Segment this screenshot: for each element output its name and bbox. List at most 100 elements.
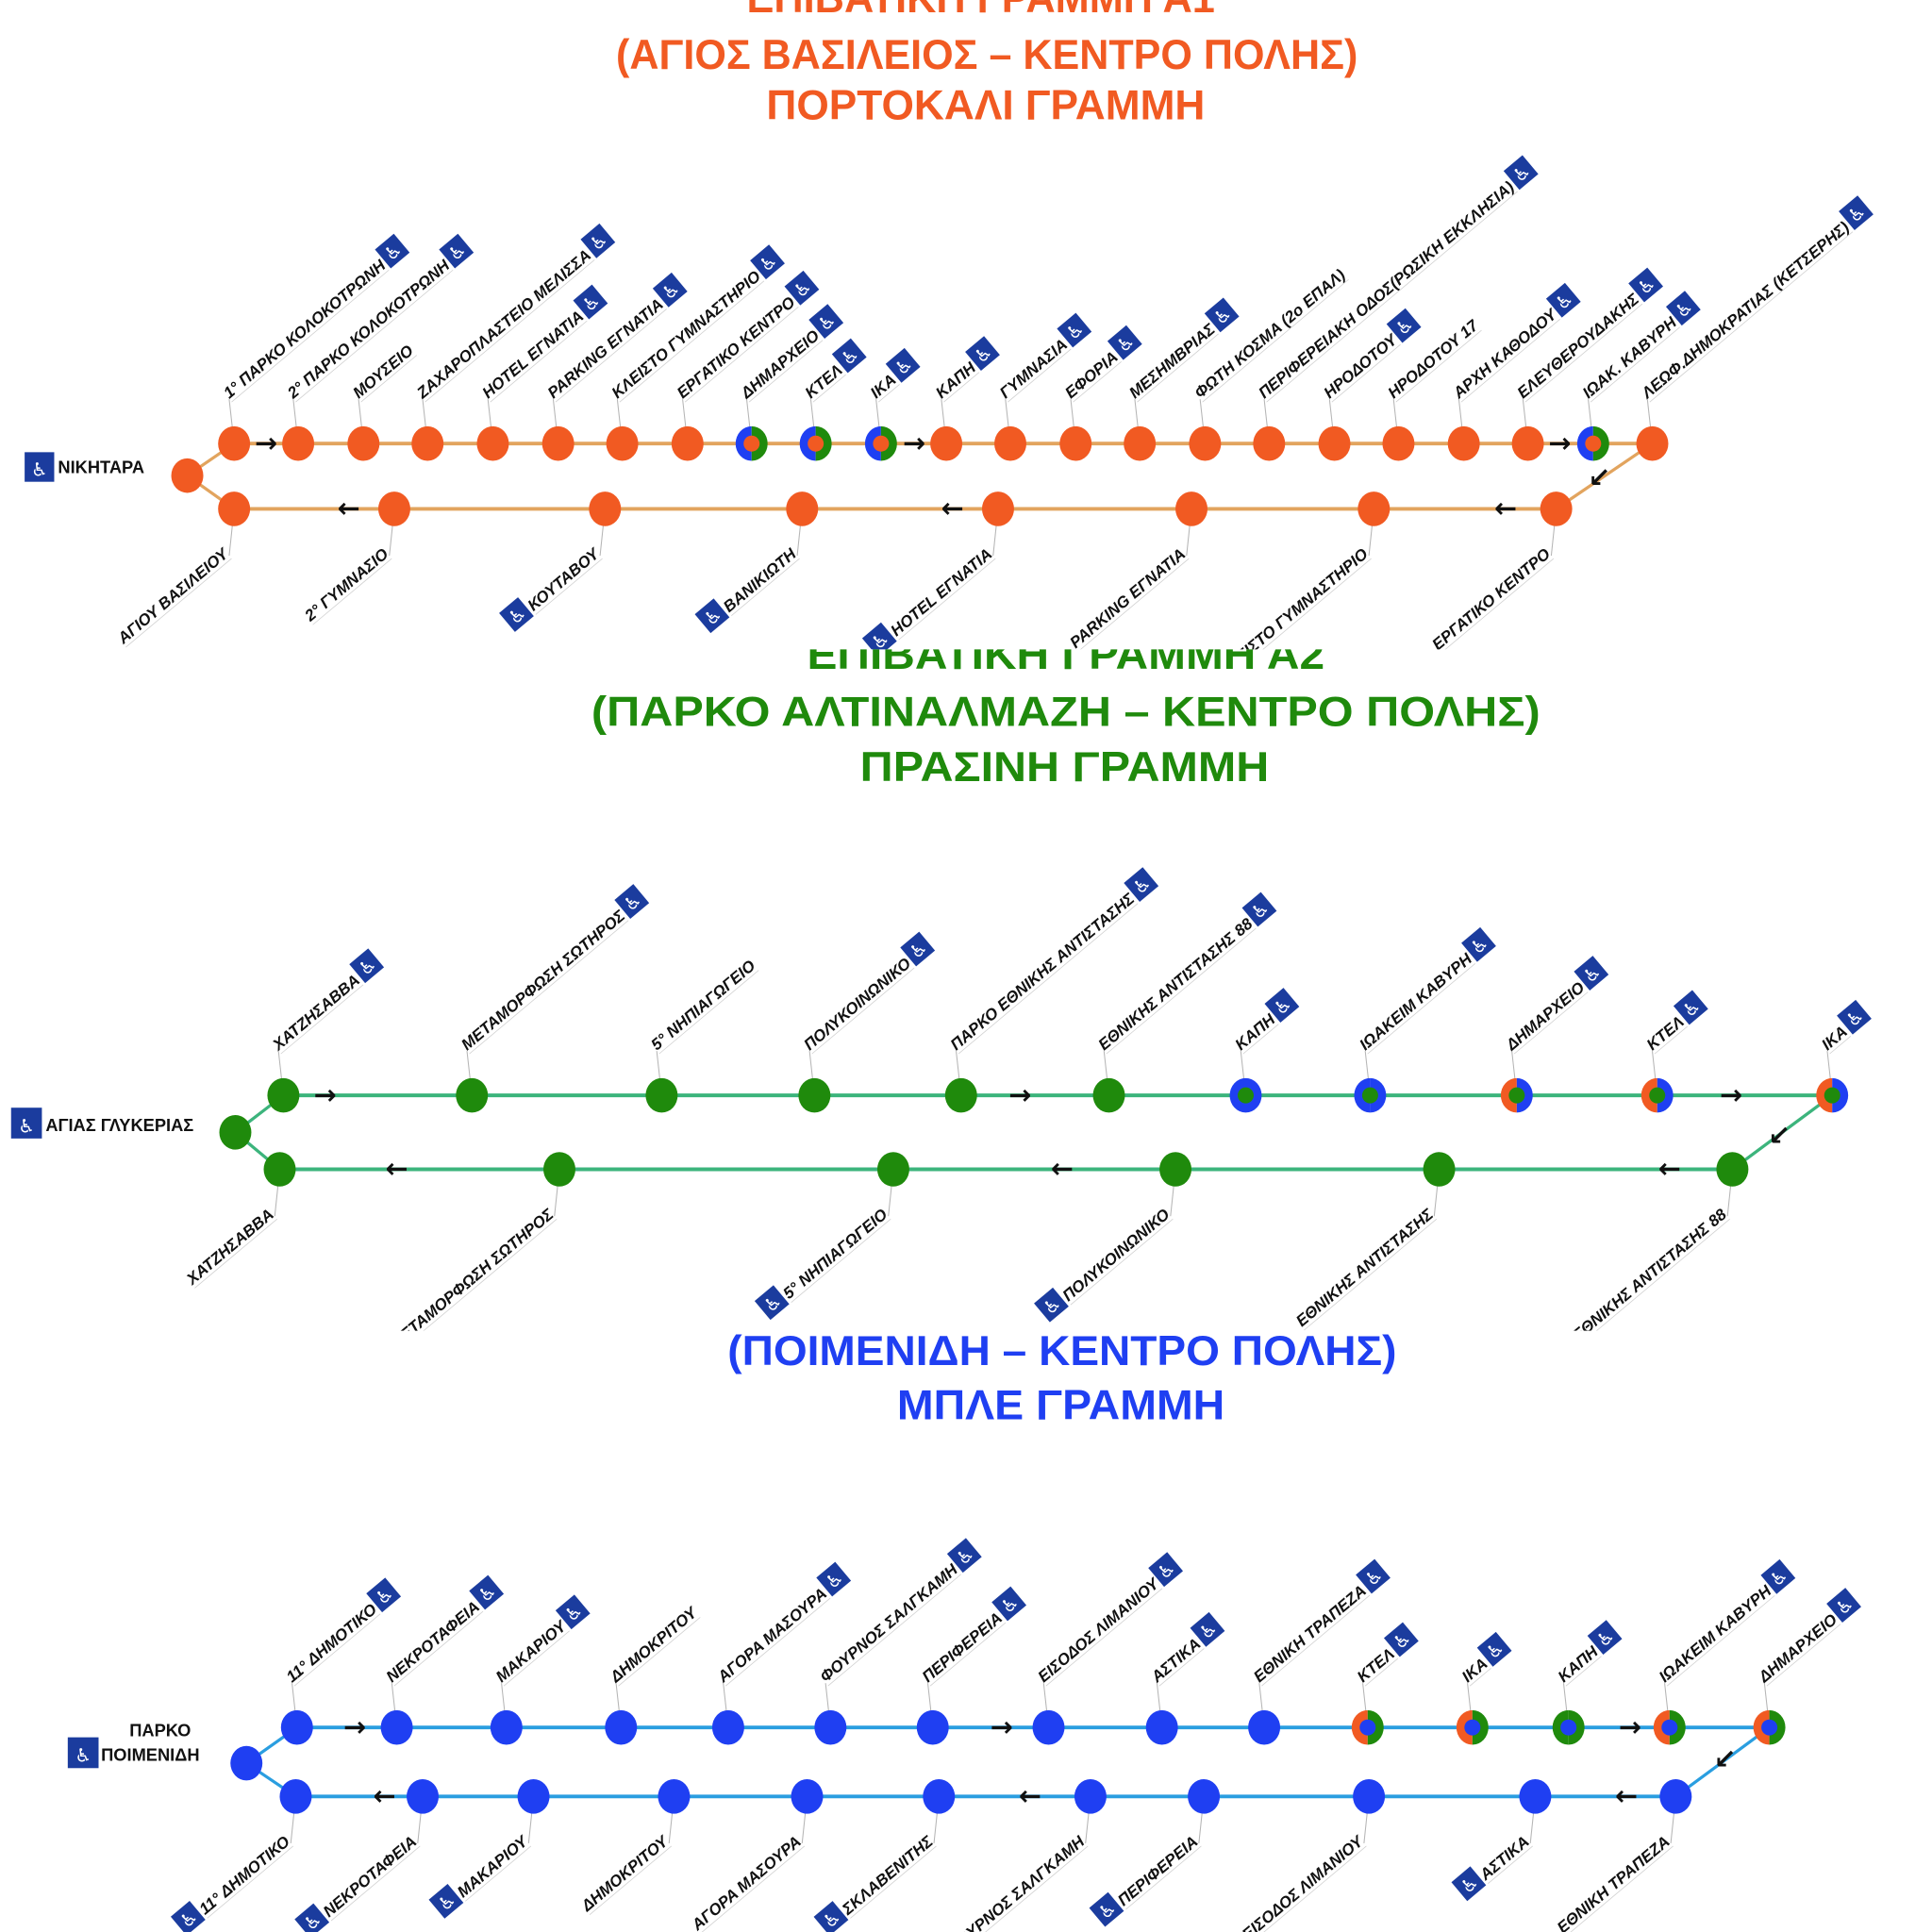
station-marker [1511, 425, 1544, 461]
station[interactable]: 5° ΝΗΠΙΑΓΩΓΕΙΟ♿ [754, 1152, 909, 1321]
station-label-group: ΚΤΕΛ♿ [1643, 990, 1708, 1055]
label-underline [231, 269, 390, 403]
direction-arrow-left: ← [1658, 1153, 1681, 1185]
station-label-group: ΚΑΠΗ♿ [1555, 1620, 1623, 1687]
station[interactable]: ΕΙΣΟΔΟΣ ΛΙΜΑΝΙΟΥ [1239, 1779, 1386, 1932]
wheelchair-icon-bg [900, 931, 936, 967]
station-label-group: PARKING ΕΓΝΑΤΙΑ [1066, 545, 1190, 652]
wheelchair-icon: ♿ [10, 1108, 42, 1139]
station[interactable]: ΜΑΚΑΡΙΟΥ♿ [488, 1594, 591, 1745]
label-underline [125, 558, 232, 648]
station-marker [456, 1077, 489, 1113]
station[interactable]: ΠΟΛΥΚΟΙΝΩΝΙΚΟ♿ [796, 931, 936, 1113]
station[interactable]: PARKING ΕΓΝΑΤΙΑ [1066, 491, 1208, 652]
label-underline [1158, 1648, 1205, 1687]
station[interactable]: ΒΑΝΙΚΙΩΤΗ♿ [694, 491, 819, 634]
station-label: ΜΟΥΣΕΙΟ [349, 341, 416, 402]
station-label: ΧΑΤΖΗΣΑΒΒΑ [182, 1206, 276, 1290]
wheelchair-icon-bg [1107, 325, 1142, 360]
station[interactable]: ΜΑΚΑΡΙΟΥ♿ [428, 1779, 550, 1919]
direction-arrow-right: → [255, 426, 277, 458]
direction-arrow-left: ← [338, 492, 360, 525]
station[interactable]: ΝΕΚΡΟΤΑΦΕΙΑ♿ [294, 1779, 439, 1932]
station-marker [1074, 1779, 1107, 1814]
station-marker [490, 1709, 523, 1745]
station-marker [916, 1709, 949, 1745]
station[interactable]: ΝΕΚΡΟΤΑΦΕΙΑ♿ [378, 1574, 505, 1745]
station-label-group: ΜΑΚΑΡΙΟΥ♿ [492, 1594, 591, 1687]
station-label: ΚΤΕΛ [802, 361, 846, 403]
label-underline [684, 306, 799, 403]
station[interactable]: 1° ΠΑΡΚΟ ΚΟΛΟΚΟΤΡΩΝΗ♿ [216, 233, 410, 461]
station-marker [873, 435, 890, 452]
station[interactable]: ΑΓΙΟΥ ΒΑΣΙΛΕΙΟΥ [113, 491, 251, 648]
terminal-station-marker[interactable] [219, 1115, 252, 1150]
station[interactable]: ΜΕΤΑΜΟΡΦΩΣΗ ΣΩΤΗΡΟΣ♿ [454, 884, 650, 1113]
label-underline [850, 1845, 937, 1919]
label-underline [1106, 927, 1257, 1055]
station[interactable]: ΑΓΟΡΑ ΜΑΣΟΥΡΑ [688, 1779, 824, 1932]
label-underline [1524, 303, 1643, 403]
station-label: ΠΕΡΙΦΕΡΕΙΑ [1114, 1832, 1201, 1909]
station-marker [1353, 1779, 1386, 1814]
terminal-station-label: ΑΓΙΑΣ ΓΛΥΚΕΡΙΑΣ [45, 1115, 193, 1135]
station-label-group: ΦΟΥΡΝΟΣ ΣΑΛΓΚΑΜΗ [943, 1832, 1089, 1932]
station-marker [1464, 1719, 1481, 1736]
station-marker [994, 425, 1026, 461]
wheelchair-glyph: ♿ [75, 1745, 92, 1767]
station[interactable]: 11° ΔΗΜΟΤΙΚΟ♿ [170, 1779, 312, 1932]
station[interactable]: ΧΑΤΖΗΣΑΒΒΑ [182, 1152, 296, 1290]
station-marker [791, 1779, 824, 1814]
direction-arrow-left: ← [941, 492, 964, 525]
station[interactable]: HOTEL ΕΓΝΑΤΙΑ♿ [861, 491, 1014, 658]
label-underline [1666, 1595, 1775, 1687]
station-label: PARKING ΕΓΝΑΤΙΑ [1066, 545, 1189, 652]
station[interactable]: ΕΘΝΙΚΗΣ ΑΝΤΙΣΤΑΣΗΣ [1292, 1152, 1456, 1331]
station-marker [876, 1152, 909, 1187]
station[interactable]: ΔΗΜΟΚΡΙΤΟΥ [605, 1603, 702, 1745]
station[interactable]: ΜΕΤΑΜΟΡΦΩΣΗ ΣΩΤΗΡΟΣ [387, 1152, 575, 1352]
station-label-group: ΜΕΤΑΜΟΡΦΩΣΗ ΣΩΤΗΡΟΣ♿ [458, 884, 650, 1055]
wheelchair-icon-bg [652, 272, 688, 308]
station-label-group: ΠΕΡΙΦΕΡΕΙΑ♿ [919, 1586, 1027, 1687]
wheelchair-icon-bg [1383, 1622, 1419, 1657]
station-marker [218, 425, 251, 461]
station-label: ΜΕΤΑΜΟΡΦΩΣΗ ΣΩΤΗΡΟΣ [458, 907, 629, 1055]
station-marker [1540, 491, 1573, 526]
station-marker [377, 491, 410, 526]
label-underline [397, 1218, 558, 1331]
station[interactable]: ΠΑΡΚΟ ΕΘΝΙΚΗΣ ΑΝΤΙΣΤΑΣΗΣ♿ [942, 867, 1159, 1113]
station[interactable]: ΙΚΑ♿ [1814, 999, 1872, 1113]
label-underline [827, 1574, 961, 1687]
station[interactable]: ΙΚΑ♿ [862, 347, 921, 461]
station-marker [380, 1709, 413, 1745]
station[interactable]: ΑΣΤΙΚΑ♿ [1142, 1611, 1225, 1745]
wheelchair-glyph: ♿ [18, 1115, 35, 1137]
station-label-group: ΑΣΤΙΚΑ♿ [1147, 1611, 1225, 1687]
orange-line-route: (ΑΓΙΟΣ ΒΑΣΙΛΕΙΟΣ – ΚΕΝΤΡΟ ΠΟΛΗΣ) [616, 32, 1357, 78]
terminal-station-marker[interactable] [230, 1745, 263, 1781]
label-underline [490, 320, 588, 403]
station[interactable]: ΚΟΥΤΑΒΟΥ♿ [499, 491, 622, 632]
direction-arrow-left: ← [1494, 492, 1517, 525]
wheelchair-icon-bg [885, 347, 921, 383]
station[interactable]: ΔΗΜΑΡΧΕΙΟ♿ [1498, 956, 1609, 1113]
terminal-station-marker[interactable] [171, 458, 204, 493]
station-marker [1189, 425, 1222, 461]
station[interactable]: ΙΩΑΚΕΙΜ ΚΑΒΥΡΗ♿ [1352, 926, 1496, 1113]
station[interactable]: ΣΚΛΑΒΕΝΙΤΗΣ♿ [813, 1779, 956, 1932]
station-marker [280, 1709, 313, 1745]
station-label: ΙΚΑ [1458, 1655, 1491, 1686]
station[interactable]: ΔΗΜΑΡΧΕΙΟ♿ [1750, 1588, 1861, 1745]
wheelchair-icon-bg [1760, 1558, 1796, 1594]
station[interactable]: ΔΗΜΟΚΡΙΤΟΥ [577, 1779, 691, 1915]
wheelchair-icon-bg [750, 244, 785, 280]
station[interactable]: 5° ΝΗΠΙΑΓΩΓΕΙΟ [645, 957, 759, 1113]
station-label: 5° ΝΗΠΙΑΓΩΓΕΙΟ [648, 957, 759, 1054]
wheelchair-icon-bg [170, 1900, 206, 1932]
station-label-group: ΛΕΩΦ.ΔΗΜΟΚΡΑΤΙΑΣ (ΚΕΤΣΕΡΗΣ)♿ [1638, 195, 1874, 403]
wheelchair-icon-bg [1574, 956, 1609, 991]
station[interactable]: ΙΩΑΚ. ΚΑΒΥΡΗ♿ [1574, 291, 1701, 461]
station-marker [1357, 491, 1391, 526]
station[interactable]: ΠΕΡΙΦΕΡΕΙΑ♿ [1089, 1779, 1221, 1927]
